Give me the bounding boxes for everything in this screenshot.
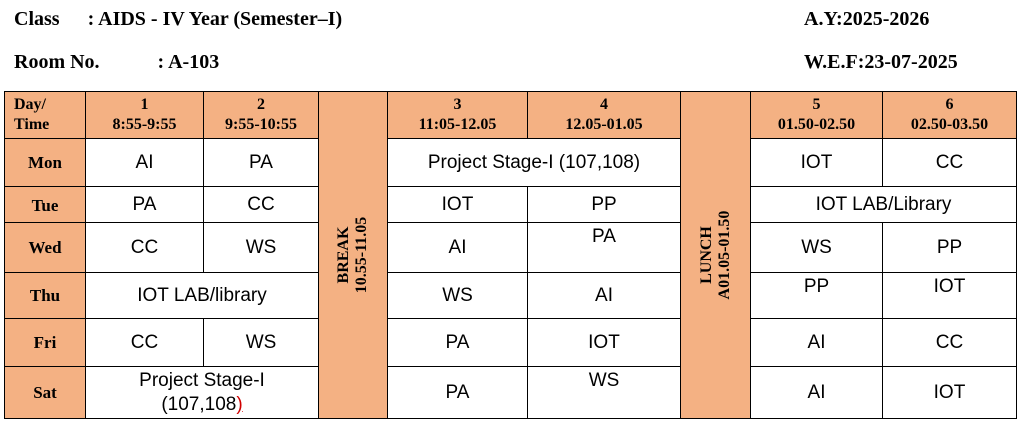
- mon-p1: AI: [85, 138, 204, 187]
- tue-p3: IOT: [387, 186, 528, 223]
- period-6-header: 6 02.50-03.50: [882, 91, 1017, 139]
- period-time: 12.05-01.05: [565, 116, 643, 133]
- row-mon: Mon AI PA Project Stage-I (107,108) IOT …: [4, 138, 1017, 187]
- sat-p12-paren: ): [236, 393, 243, 415]
- corner-time: Time: [14, 116, 50, 133]
- break-title: BREAK: [335, 226, 352, 284]
- thu-p4: AI: [527, 272, 681, 319]
- class-line: Class : AIDS - IV Year (Semester–I): [14, 8, 342, 31]
- tue-p4: PP: [527, 186, 681, 223]
- period-number: 2: [257, 96, 265, 113]
- fri-p3: PA: [387, 318, 528, 367]
- sat-p12: Project Stage-I (107,108): [85, 366, 319, 419]
- day-label: Mon: [4, 138, 86, 187]
- wed-p4: PA: [527, 222, 681, 273]
- tue-p56: IOT LAB/Library: [750, 186, 1017, 223]
- period-number: 1: [140, 96, 149, 113]
- thu-p6: IOT: [882, 272, 1017, 319]
- period-time: 02.50-03.50: [910, 116, 989, 133]
- period-time: 11:05-12.05: [418, 116, 497, 133]
- period-number: 4: [600, 96, 608, 113]
- break-column: BREAK 10.55-11.05: [318, 91, 388, 419]
- wed-p2: WS: [203, 222, 319, 273]
- period-number: 5: [812, 96, 821, 113]
- wed-p3: AI: [387, 222, 528, 273]
- sat-p5: AI: [750, 366, 883, 419]
- fri-p2: WS: [203, 318, 319, 367]
- class-value: : AIDS - IV Year (Semester–I): [87, 8, 343, 30]
- corner-cell: Day/ Time: [4, 91, 86, 139]
- day-label: Wed: [4, 222, 86, 273]
- tue-p2: CC: [203, 186, 319, 223]
- day-label: Tue: [4, 186, 86, 223]
- fri-p1: CC: [85, 318, 204, 367]
- wed-p5: WS: [750, 222, 883, 273]
- break-time: 10.55-11.05: [353, 216, 370, 294]
- day-label: Fri: [4, 318, 86, 367]
- period-time: 9:55-10:55: [225, 116, 297, 133]
- timetable: Day/ Time 1 8:55-9:55 2 9:55-10:55 BREAK…: [4, 91, 1017, 419]
- period-time: 8:55-9:55: [112, 116, 177, 133]
- lunch-title: LUNCH: [697, 226, 715, 284]
- fri-p6: CC: [882, 318, 1017, 367]
- sat-p12-rooms: (107,108: [161, 393, 237, 415]
- period-3-header: 3 11:05-12.05: [387, 91, 528, 139]
- wed-p6: PP: [882, 222, 1017, 273]
- class-label: Class: [14, 8, 60, 30]
- day-label: Sat: [4, 366, 86, 419]
- room-line: Room No. : A-103: [14, 51, 219, 74]
- sat-p6: IOT: [882, 366, 1017, 419]
- period-number: 3: [453, 96, 462, 113]
- row-tue: Tue PA CC IOT PP IOT LAB/Library: [4, 186, 1017, 223]
- academic-year: A.Y:2025-2026: [804, 8, 930, 30]
- row-sat: Sat Project Stage-I (107,108) PA WS AI I…: [4, 366, 1017, 419]
- row-wed: Wed CC WS AI PA WS PP: [4, 222, 1017, 273]
- period-5-header: 5 01.50-02.50: [750, 91, 883, 139]
- mon-p2: PA: [203, 138, 319, 187]
- period-1-header: 1 8:55-9:55: [85, 91, 204, 139]
- fri-p5: AI: [750, 318, 883, 367]
- header-row: Day/ Time 1 8:55-9:55 2 9:55-10:55 BREAK…: [4, 91, 1017, 419]
- period-2-header: 2 9:55-10:55: [203, 91, 319, 139]
- sat-p4: WS: [527, 366, 681, 419]
- tue-p1: PA: [85, 186, 204, 223]
- row-thu: Thu IOT LAB/library WS AI PP IOT: [4, 272, 1017, 319]
- mon-p5: IOT: [750, 138, 883, 187]
- room-label: Room No.: [14, 51, 100, 73]
- thu-p12: IOT LAB/library: [85, 272, 319, 319]
- wed-p1: CC: [85, 222, 204, 273]
- wef-date: W.E.F:23-07-2025: [804, 51, 958, 73]
- thu-p3: WS: [387, 272, 528, 319]
- thu-p5: PP: [750, 272, 883, 319]
- day-label: Thu: [4, 272, 86, 319]
- row-fri: Fri CC WS PA IOT AI CC: [4, 318, 1017, 367]
- lunch-time: A01.05-01.50: [715, 210, 733, 300]
- room-value: : A-103: [157, 51, 220, 73]
- corner-day: Day/: [14, 96, 46, 113]
- mon-p6: CC: [882, 138, 1017, 187]
- mon-p34: Project Stage-I (107,108): [387, 138, 681, 187]
- period-time: 01.50-02.50: [777, 116, 856, 133]
- sat-p12-line2: (107,108): [87, 393, 318, 417]
- period-number: 6: [945, 96, 954, 113]
- sat-p12-line1: Project Stage-I: [139, 369, 265, 391]
- sat-p3: PA: [387, 366, 528, 419]
- period-4-header: 4 12.05-01.05: [527, 91, 681, 139]
- fri-p4: IOT: [527, 318, 681, 367]
- lunch-column: LUNCH A01.05-01.50: [680, 91, 751, 419]
